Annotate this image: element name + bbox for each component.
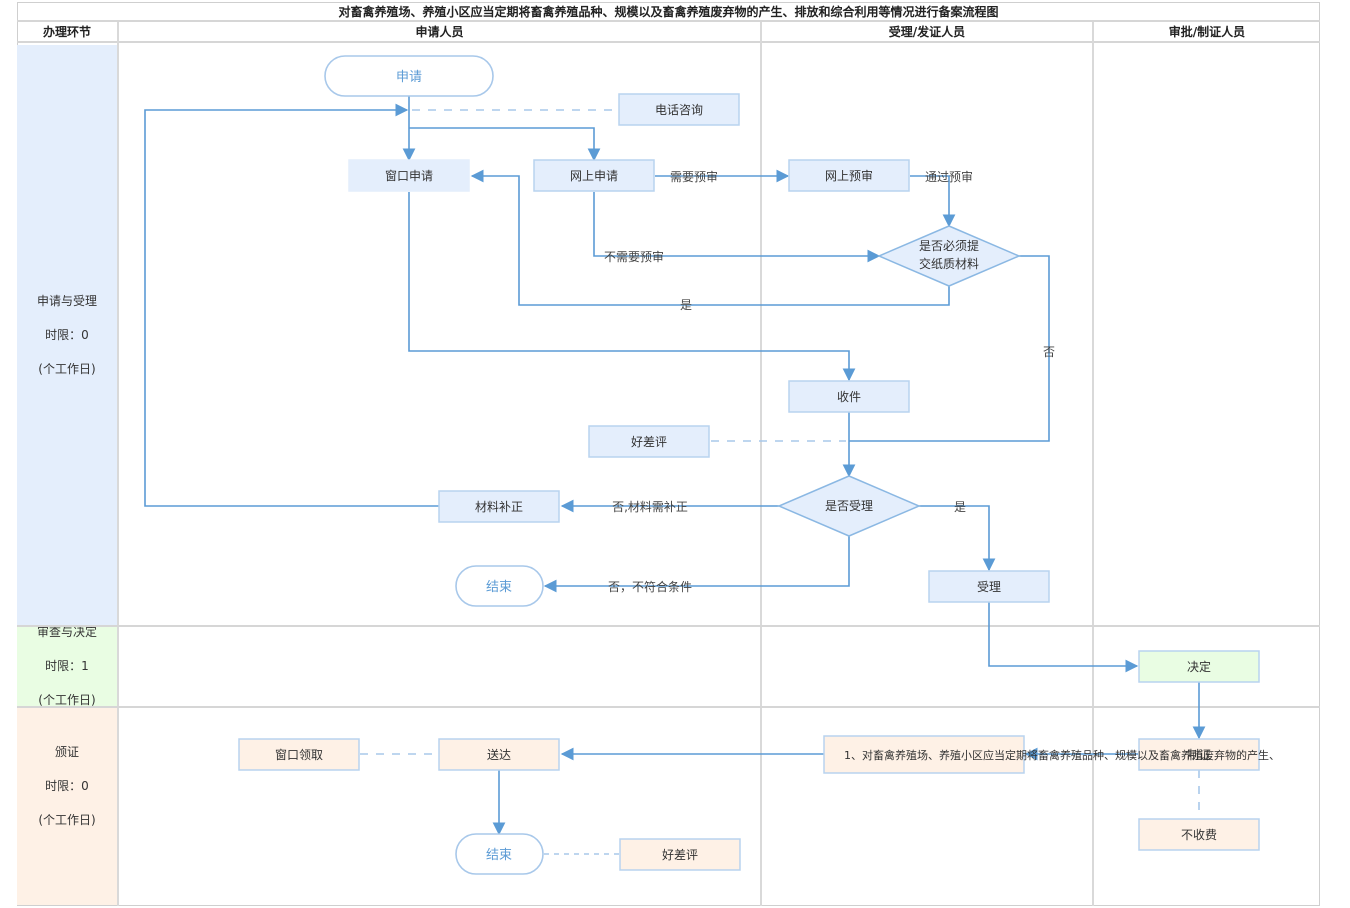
grid-line [17,706,1320,708]
node-window-apply-label: 窗口申请 [385,169,433,183]
phase-unit: (个工作日) [38,813,96,827]
node-end-1-label: 结束 [486,580,512,595]
node-paper-decision-line1: 是否必须提 [919,238,979,253]
phase-unit: (个工作日) [38,693,96,707]
flowchart-title: 对畜禽养殖场、养殖小区应当定期将畜禽养殖品种、规模以及畜禽养殖废弃物的产生、排放… [17,2,1320,22]
grid-line [760,22,762,906]
edge-label-pass-precheck: 通过预审 [925,169,973,184]
node-start[interactable]: 申请 [324,55,494,97]
phase-name: 申请与受理 [36,293,97,308]
edge-label-no-precheck: 不需要预审 [604,249,664,264]
node-nofee[interactable]: 不收费 [1138,818,1260,851]
node-rating-1[interactable]: 好差评 [588,425,710,458]
edge-supplement-loop [144,103,439,507]
edge-label-no-paper: 否 [1043,345,1055,359]
node-produce[interactable]: 制证 [1138,738,1260,771]
node-online-precheck[interactable]: 网上预审 [788,159,910,192]
column-header-stage: 办理环节 [42,25,91,39]
node-end-2[interactable]: 结束 [455,833,544,875]
phase-limit: 时限：0 [45,327,89,342]
node-supplement-label: 材料补正 [475,500,523,514]
edge-label-no-reject: 否，不符合条件 [608,579,692,594]
node-phone-consult[interactable]: 电话咨询 [618,93,740,126]
node-decide[interactable]: 决定 [1138,650,1260,683]
grid-line [117,22,119,906]
edge-label-yes-accept: 是 [954,500,966,514]
node-supplement[interactable]: 材料补正 [438,490,560,523]
edge-window-to-receive [408,192,856,382]
node-window-pickup[interactable]: 窗口领取 [238,738,360,771]
edge-paper-no [849,255,1050,442]
node-accept-label: 受理 [977,580,1001,594]
node-receive-label: 收件 [837,390,861,404]
node-deliver[interactable]: 送达 [438,738,560,771]
edge-to-end1 [543,536,850,593]
node-result-label: 1、对畜禽养殖场、养殖小区应当定期将畜禽养殖品种、规模以及畜禽养殖废弃物的产生、 [844,748,1280,762]
node-accept[interactable]: 受理 [928,570,1050,603]
node-online-precheck-label: 网上预审 [825,168,873,183]
phase-limit: 时限：1 [45,659,89,673]
node-end-2-label: 结束 [486,848,512,863]
node-accept-decision-label: 是否受理 [825,499,873,513]
phase-name: 审查与决定 [36,625,97,639]
column-header-acceptor: 受理/发证人员 [888,25,966,39]
edge-no-precheck [593,192,881,263]
node-paper-decision-line2: 交纸质材料 [919,256,979,271]
phase-unit: (个工作日) [38,361,96,376]
column-header-row: 办理环节 申请人员 受理/发证人员 审批/制证人员 [17,22,1320,43]
node-online-apply-label: 网上申请 [570,169,618,183]
node-window-apply[interactable]: 窗口申请 [348,159,470,192]
node-decide-label: 决定 [1187,659,1211,674]
node-phone-label: 电话咨询 [655,102,703,117]
node-rating-2-label: 好差评 [662,848,698,862]
edge-accept-to-decide [988,602,1139,673]
phase-certificate: 颁证 时限：0 (个工作日) [17,708,117,905]
node-produce-label: 制证 [1187,748,1211,762]
grid-line [1092,22,1094,906]
node-start-label: 申请 [396,70,422,85]
node-paper-decision[interactable]: 是否必须提 交纸质材料 [877,225,1021,287]
edge-label-need-precheck: 需要预审 [670,169,718,184]
node-online-apply[interactable]: 网上申请 [533,159,655,192]
phase-limit: 时限：0 [45,779,89,793]
node-end-1[interactable]: 结束 [455,565,544,607]
edge-start-to-online [409,127,601,162]
phase-name: 颁证 [54,745,79,759]
edge-label-yes-paper: 是 [680,298,692,312]
column-header-applicant: 申请人员 [415,25,464,39]
phase-apply-accept: 申请与受理 时限：0 (个工作日) [17,45,117,625]
edge-pass-precheck [910,175,956,228]
node-deliver-label: 送达 [487,747,511,762]
edge-to-accept [919,505,996,572]
column-header-approver: 审批/制证人员 [1168,25,1246,39]
node-rating-1-label: 好差评 [631,435,667,449]
edge-label-no-supplement: 否,材料需补正 [612,500,688,514]
grid-line [17,625,1320,627]
node-receive[interactable]: 收件 [788,380,910,413]
phase-review-decide: 审查与决定 时限：1 (个工作日) [17,625,117,707]
node-rating-2[interactable]: 好差评 [619,838,741,871]
node-window-pickup-label: 窗口领取 [275,748,323,762]
edge-paper-yes [470,169,950,306]
node-accept-decision[interactable]: 是否受理 [777,475,921,537]
node-result[interactable]: 1、对畜禽养殖场、养殖小区应当定期将畜禽养殖品种、规模以及畜禽养殖废弃物的产生、 [823,735,1280,774]
node-nofee-label: 不收费 [1181,828,1217,842]
